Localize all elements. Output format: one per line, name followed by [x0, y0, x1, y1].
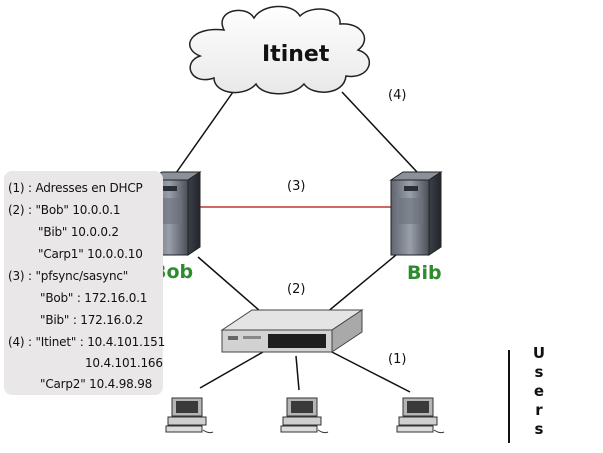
link-bob-switch: [197, 256, 269, 319]
link-switch-pc1: [199, 351, 264, 389]
user-pc-1: [165, 397, 214, 434]
link-label-lan: (2): [287, 282, 306, 297]
users-letter: U: [532, 344, 546, 362]
link-cloud-bob: [175, 91, 234, 174]
user-pc-3: [396, 397, 445, 434]
link-switch-pc3: [327, 349, 411, 393]
users-letter: r: [535, 401, 543, 419]
internet-cloud: [189, 5, 370, 95]
cloud-label: Itinet: [262, 42, 330, 67]
note-line: (2) : "Bob" 10.0.0.1: [8, 203, 121, 217]
note-line: (4) : "Itinet" : 10.4.101.151: [8, 335, 166, 349]
link-cloud-bib: [341, 91, 418, 173]
note-line: (3) : "pfsync/sasync": [8, 269, 129, 283]
user-pc-2: [280, 397, 329, 434]
users-letter: s: [534, 363, 544, 381]
link-label-internet: (4): [388, 88, 407, 103]
link-switch-pc2: [295, 355, 300, 391]
note-line: "Carp2" 10.4.98.98: [40, 377, 153, 391]
link-label-sync: (3): [287, 179, 306, 194]
users-letter: s: [534, 420, 544, 438]
note-line: "Bib" : 172.16.0.2: [40, 313, 144, 327]
note-line: 10.4.101.166: [85, 356, 163, 370]
address-notes-panel: [4, 171, 163, 395]
note-line: "Bob" : 172.16.0.1: [40, 291, 148, 305]
users-letter: e: [533, 382, 545, 400]
note-line: "Carp1" 10.0.0.10: [38, 247, 143, 261]
link-bib-switch: [319, 249, 403, 319]
note-line: (1) : Adresses en DHCP: [8, 181, 143, 195]
network-switch: [220, 309, 364, 353]
link-label-users: (1): [388, 352, 407, 367]
server-label-bib: Bib: [407, 262, 442, 284]
server-bib: [389, 171, 443, 256]
users-label: U s e r s: [532, 344, 546, 439]
note-line: "Bib" 10.0.0.2: [38, 225, 119, 239]
